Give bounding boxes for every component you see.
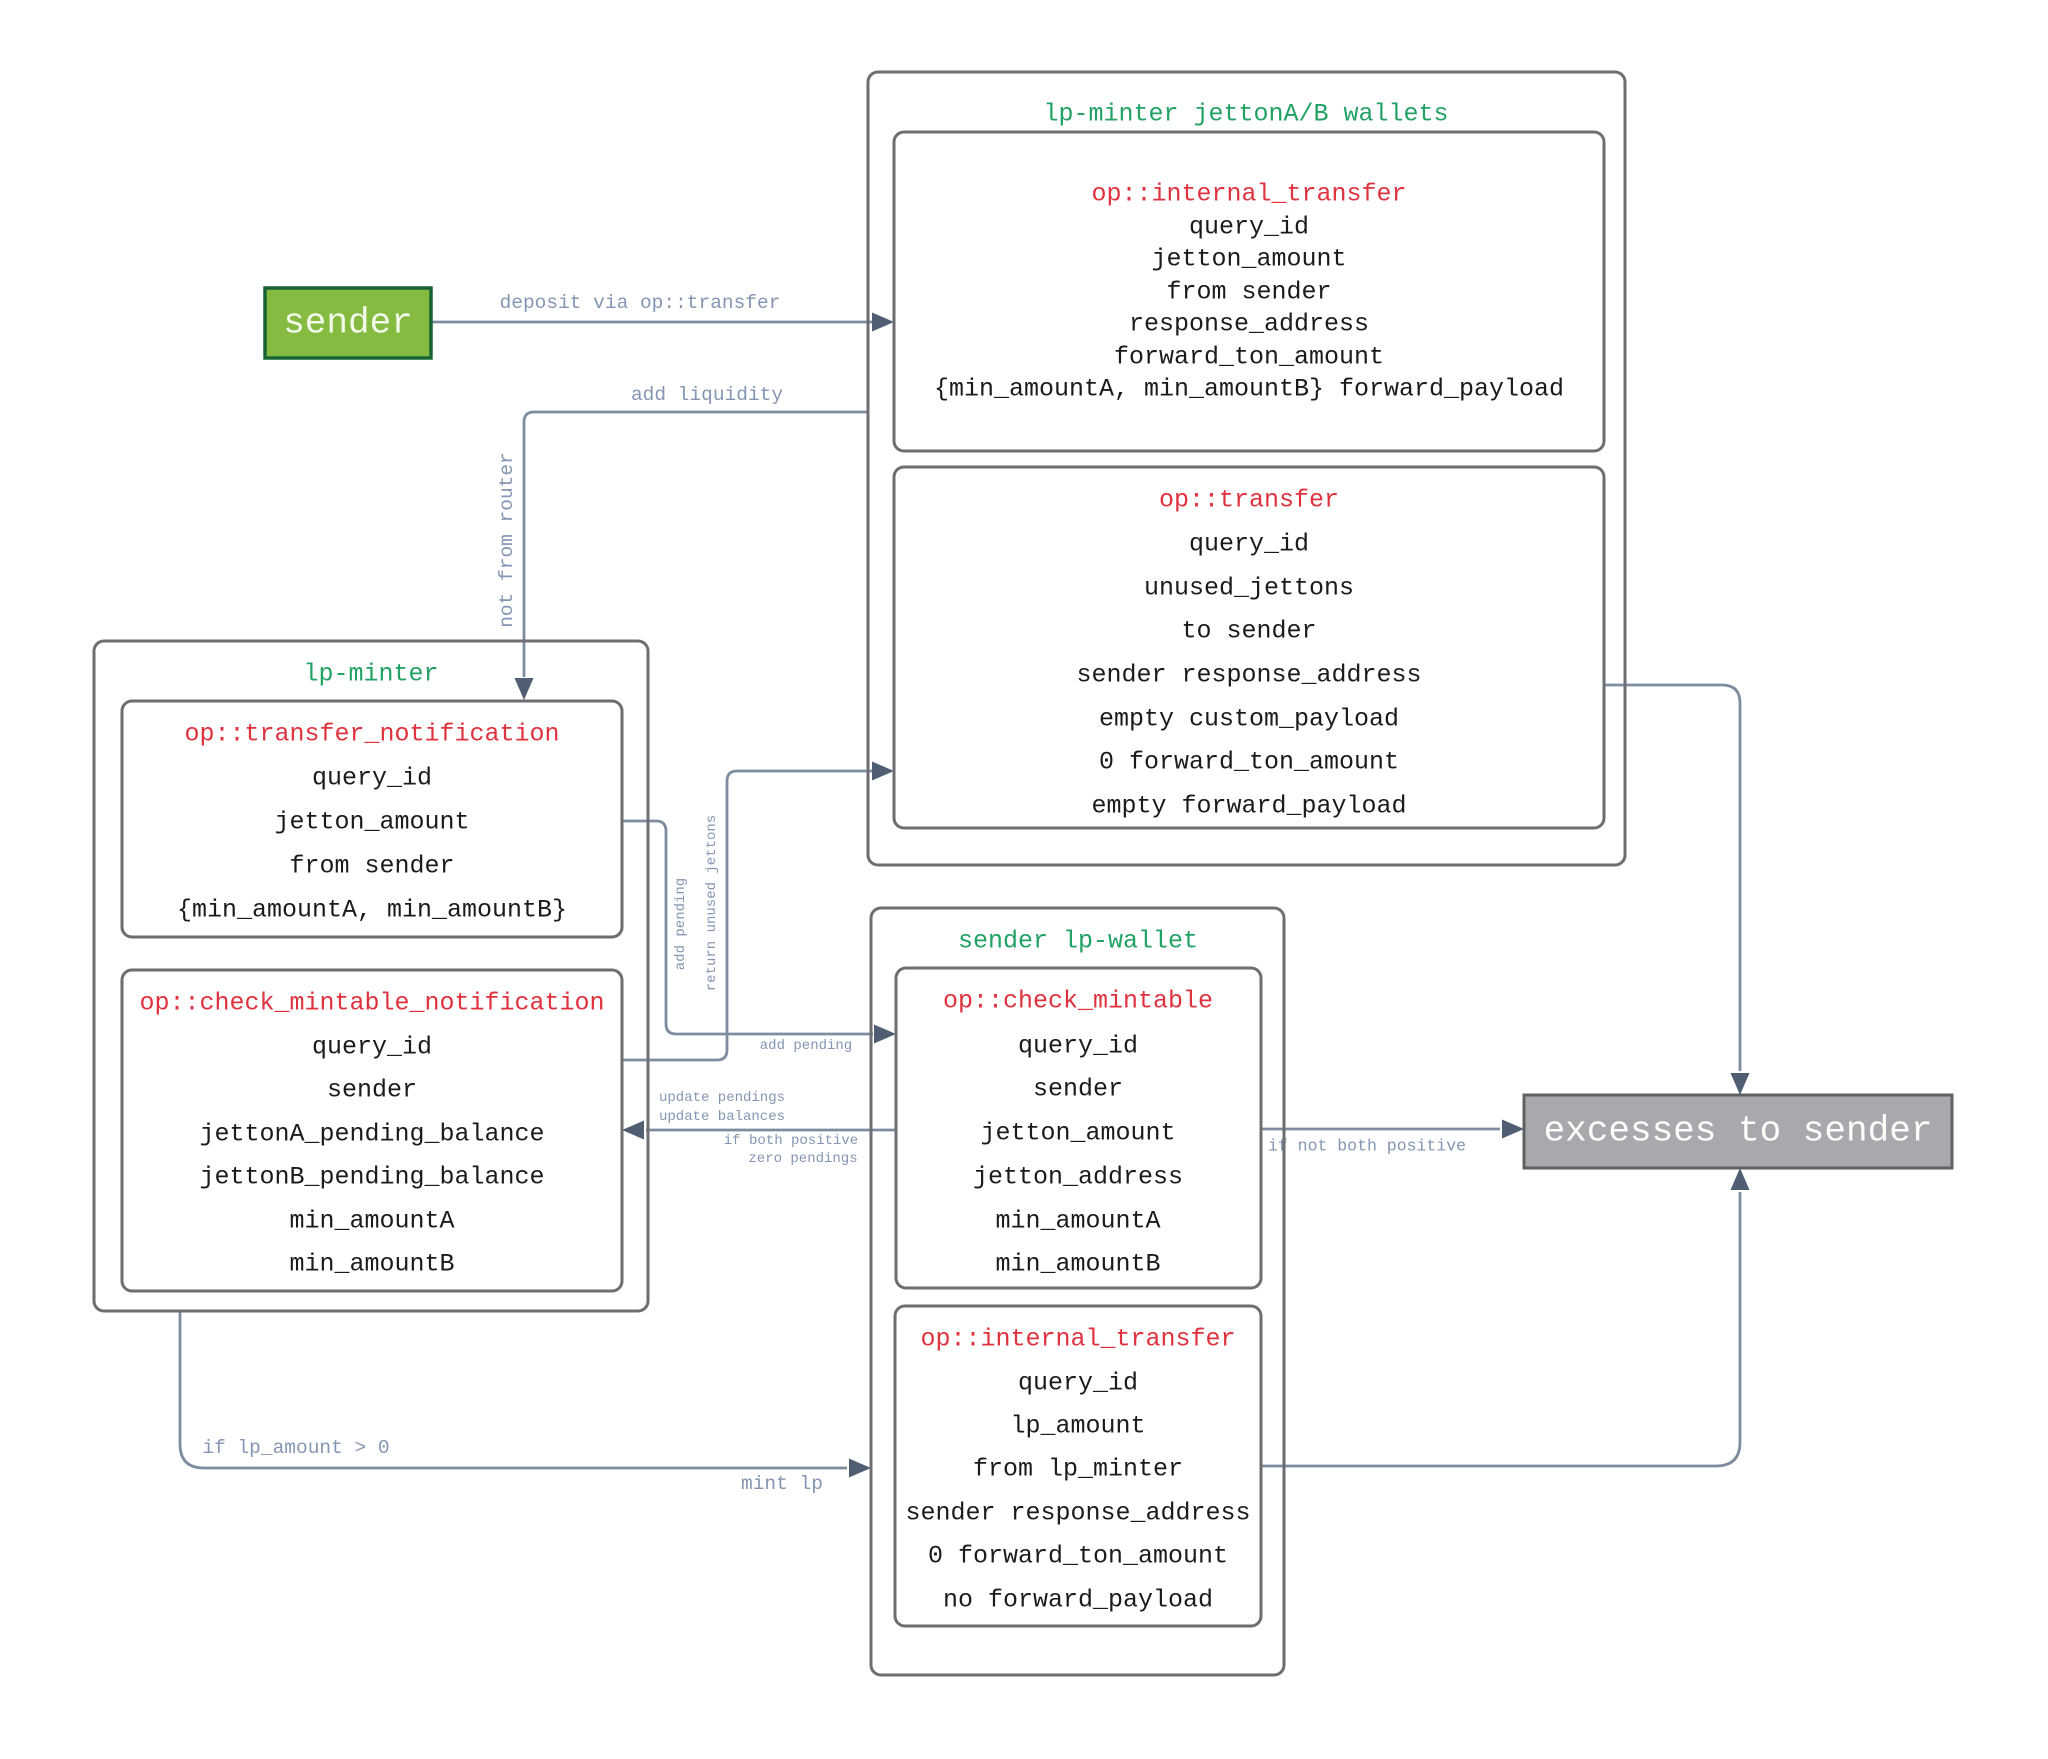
svg-text:0 forward_ton_amount: 0 forward_ton_amount: [928, 1542, 1228, 1571]
svg-text:min_amountB: min_amountB: [289, 1250, 454, 1279]
svg-text:op::internal_transfer: op::internal_transfer: [920, 1325, 1235, 1354]
svg-text:jetton_address: jetton_address: [973, 1163, 1183, 1192]
svg-text:{min_amountA, min_amountB} for: {min_amountA, min_amountB} forward_paylo…: [934, 375, 1564, 404]
svg-text:sender lp-wallet: sender lp-wallet: [958, 927, 1198, 956]
svg-text:jetton_amount: jetton_amount: [274, 808, 469, 837]
svg-text:query_id: query_id: [312, 1033, 432, 1062]
svg-text:op::transfer: op::transfer: [1159, 486, 1339, 515]
svg-text:0 forward_ton_amount: 0 forward_ton_amount: [1099, 748, 1399, 777]
svg-text:from lp_minter: from lp_minter: [973, 1455, 1183, 1484]
svg-text:return unused jettons: return unused jettons: [704, 815, 720, 991]
svg-text:from sender: from sender: [1166, 278, 1331, 307]
svg-text:sender: sender: [283, 303, 413, 344]
svg-text:jettonA_pending_balance: jettonA_pending_balance: [199, 1120, 544, 1149]
svg-text:unused_jettons: unused_jettons: [1144, 574, 1354, 603]
svg-text:mint lp: mint lp: [741, 1473, 823, 1495]
svg-text:min_amountA: min_amountA: [289, 1207, 454, 1236]
svg-text:excesses to sender: excesses to sender: [1544, 1111, 1933, 1152]
svg-text:if both positive: if both positive: [724, 1133, 858, 1149]
svg-text:op::transfer_notification: op::transfer_notification: [184, 720, 559, 749]
svg-text:if lp_amount > 0: if lp_amount > 0: [202, 1437, 389, 1459]
svg-text:min_amountB: min_amountB: [995, 1250, 1160, 1279]
svg-text:sender: sender: [1033, 1075, 1123, 1104]
svg-text:op::check_mintable: op::check_mintable: [943, 987, 1213, 1016]
svg-text:add pending: add pending: [760, 1038, 852, 1054]
svg-text:lp-minter: lp-minter: [303, 660, 438, 689]
svg-text:update balances: update balances: [659, 1109, 785, 1125]
svg-text:lp_amount: lp_amount: [1010, 1412, 1145, 1441]
svg-text:sender: sender: [327, 1076, 417, 1105]
svg-text:sender response_address: sender response_address: [905, 1499, 1250, 1528]
svg-text:add pending: add pending: [673, 878, 689, 970]
svg-text:query_id: query_id: [1018, 1032, 1138, 1061]
svg-text:query_id: query_id: [312, 764, 432, 793]
svg-text:empty forward_payload: empty forward_payload: [1091, 792, 1406, 821]
svg-text:sender response_address: sender response_address: [1076, 661, 1421, 690]
svg-text:query_id: query_id: [1189, 213, 1309, 242]
svg-text:update pendings: update pendings: [659, 1090, 785, 1106]
svg-text:{min_amountA, min_amountB}: {min_amountA, min_amountB}: [177, 896, 567, 925]
svg-text:query_id: query_id: [1018, 1369, 1138, 1398]
svg-text:op::internal_transfer: op::internal_transfer: [1091, 180, 1406, 209]
svg-text:min_amountA: min_amountA: [995, 1207, 1160, 1236]
svg-text:deposit via op::transfer: deposit via op::transfer: [500, 292, 781, 314]
svg-text:from sender: from sender: [289, 852, 454, 881]
svg-text:not from router: not from router: [496, 452, 518, 628]
svg-text:query_id: query_id: [1189, 530, 1309, 559]
svg-text:empty custom_payload: empty custom_payload: [1099, 705, 1399, 734]
svg-text:jetton_amount: jetton_amount: [1151, 245, 1346, 274]
svg-text:jetton_amount: jetton_amount: [980, 1119, 1175, 1148]
svg-text:jettonB_pending_balance: jettonB_pending_balance: [199, 1163, 544, 1192]
svg-text:forward_ton_amount: forward_ton_amount: [1114, 343, 1384, 372]
svg-text:to sender: to sender: [1181, 617, 1316, 646]
svg-text:add liquidity: add liquidity: [631, 384, 783, 406]
svg-text:lp-minter jettonA/B wallets: lp-minter jettonA/B wallets: [1043, 100, 1448, 129]
svg-text:no forward_payload: no forward_payload: [943, 1586, 1213, 1615]
svg-text:op::check_mintable_notificatio: op::check_mintable_notification: [139, 989, 604, 1018]
svg-text:response_address: response_address: [1129, 310, 1369, 339]
svg-text:zero pendings: zero pendings: [748, 1151, 857, 1167]
svg-text:if not both positive: if not both positive: [1268, 1137, 1466, 1156]
